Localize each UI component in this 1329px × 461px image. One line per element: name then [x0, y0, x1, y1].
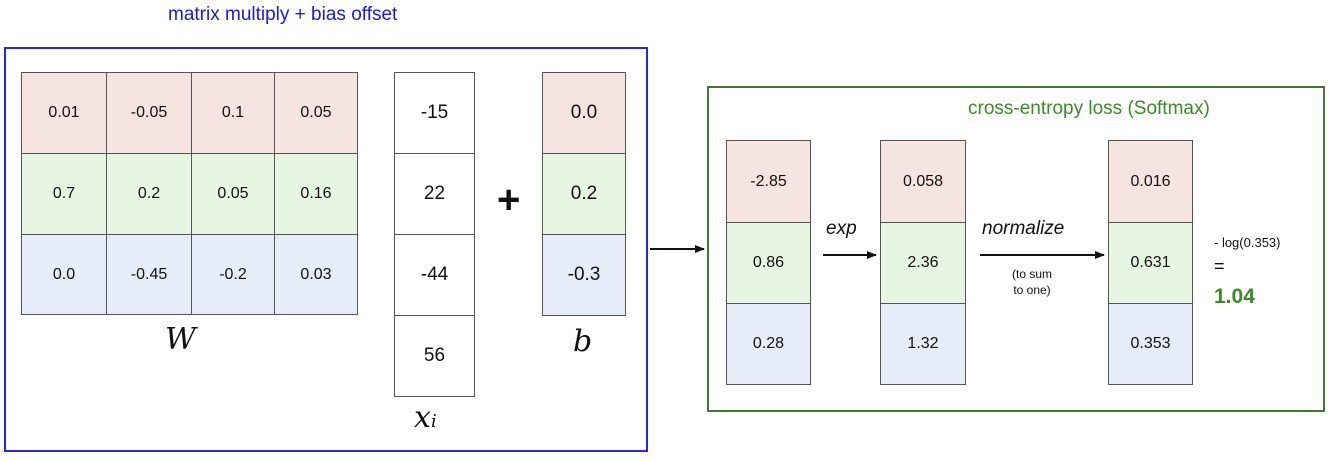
w-cell: 0.01: [21, 72, 107, 154]
x-label: xi: [414, 400, 437, 435]
exp-cell: 1.32: [880, 303, 966, 385]
normalize-label: normalize: [982, 218, 1065, 239]
plus-sign: +: [497, 178, 521, 222]
exp-cell: 2.36: [880, 222, 966, 304]
matrix-multiply-box: [4, 47, 648, 452]
w-cell: 0.03: [274, 234, 358, 315]
w-cell: 0.16: [274, 153, 358, 235]
x-cell: -15: [394, 72, 475, 154]
x-label-subscript: i: [430, 411, 437, 432]
normalize-note: (to sum to one): [997, 266, 1067, 298]
x-cell: 56: [394, 315, 475, 397]
loss-equals: =: [1214, 256, 1225, 276]
score-cell: 0.86: [726, 222, 811, 304]
exp-label: exp: [826, 218, 857, 239]
w-cell: -0.2: [191, 234, 275, 315]
w-cell: 0.05: [191, 153, 275, 235]
b-cell: -0.3: [542, 234, 626, 316]
x-cell: 22: [394, 153, 475, 235]
x-cell: -44: [394, 234, 475, 316]
score-cell: -2.85: [726, 140, 811, 223]
prob-cell: 0.016: [1108, 140, 1193, 223]
w-cell: 0.1: [191, 72, 275, 154]
b-label: b: [573, 324, 593, 359]
normalize-note-line: (to sum: [1011, 267, 1052, 281]
loss-expression: - log(0.353): [1214, 235, 1281, 250]
normalize-note-line: to one): [1013, 283, 1051, 297]
prob-cell: 0.353: [1108, 303, 1193, 385]
w-cell: -0.45: [106, 234, 192, 315]
w-cell: 0.05: [274, 72, 358, 154]
w-cell: 0.2: [106, 153, 192, 235]
matrix-multiply-title: matrix multiply + bias offset: [168, 4, 398, 25]
loss-value: 1.04: [1214, 285, 1255, 308]
exp-cell: 0.058: [880, 140, 966, 223]
w-label: W: [165, 322, 196, 357]
w-cell: 0.0: [21, 234, 107, 315]
x-label-main: x: [414, 400, 431, 435]
prob-cell: 0.631: [1108, 222, 1193, 304]
score-cell: 0.28: [726, 303, 811, 385]
softmax-title: cross-entropy loss (Softmax): [968, 98, 1210, 119]
b-cell: 0.2: [542, 153, 626, 235]
softmax-box: [707, 86, 1325, 412]
